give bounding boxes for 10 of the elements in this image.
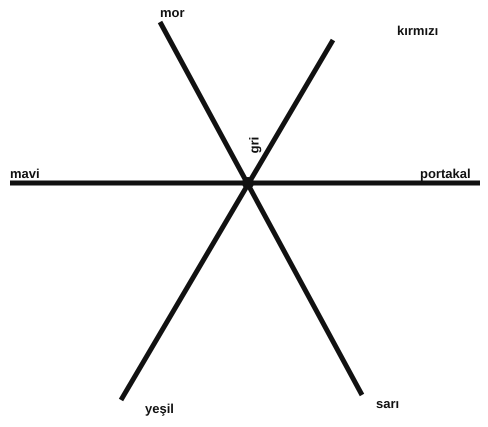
color-name: mavi [10, 165, 50, 183]
line [118, 38, 336, 402]
color-name: kırmızı [333, 22, 453, 40]
line [158, 20, 364, 396]
color-name: portakal [420, 165, 480, 183]
color-name: yeşil [121, 400, 183, 418]
color-name: mor [160, 4, 194, 22]
color-name: gri [247, 136, 262, 154]
line [10, 180, 480, 186]
color-name: sarı [362, 395, 408, 413]
